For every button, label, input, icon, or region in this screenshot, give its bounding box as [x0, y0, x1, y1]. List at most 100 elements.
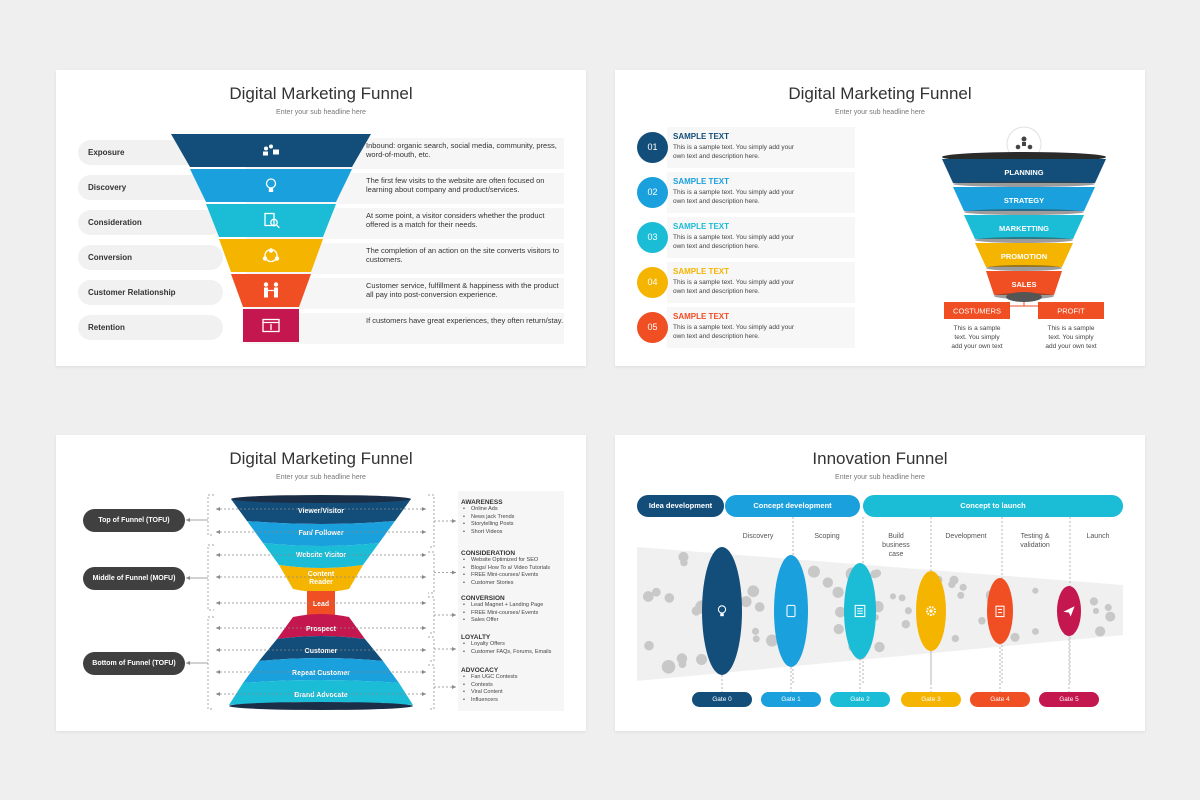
stage-label-retention: Retention [78, 315, 223, 340]
output-text: add your own text [1045, 343, 1097, 350]
slide-subtitle: Enter your sub headline here [276, 109, 366, 116]
arrow-head [216, 601, 220, 605]
hourglass-layer [279, 565, 363, 592]
browser-icon [262, 318, 280, 333]
strategy-section-heading: CONSIDERATION [461, 550, 516, 557]
left-bracket [207, 494, 214, 536]
sample-item-heading: SAMPLE TEXT [673, 132, 730, 141]
arrow-head [216, 553, 220, 557]
strategy-section-heading: CONVERSION [461, 595, 505, 602]
sample-item-number: 03 [637, 222, 668, 253]
clipboard-icon [995, 605, 1005, 618]
strategy-section-item: FREE Mini-courses/ Events [461, 610, 561, 618]
funnel-segment [171, 134, 371, 167]
sample-item-heading: SAMPLE TEXT [673, 177, 730, 186]
funnel-layer-shadow [986, 265, 1062, 271]
strategy-section-item: Website Optimized for SEO [461, 557, 561, 565]
lightbulb-icon [265, 178, 277, 192]
funnel-layer-shadow [975, 237, 1073, 243]
idea-dot [766, 634, 779, 647]
idea-dot [642, 591, 654, 602]
idea-dot [835, 606, 846, 618]
idea-dot [948, 580, 956, 589]
sample-item-bg [667, 262, 855, 303]
funnel-layer [942, 159, 1106, 183]
left-bracket [207, 544, 214, 611]
gate-label-3: Gate 3 [901, 692, 961, 707]
sample-item-bg [667, 127, 855, 168]
strategy-section-item: Customer FAQs, Forums, Emails [461, 649, 561, 657]
stage-description: Inbound: organic search, social media, c… [366, 141, 557, 159]
idea-dot [754, 602, 765, 612]
step-label: Scoping [814, 533, 840, 540]
idea-dot [661, 660, 676, 674]
hourglass-layer [247, 521, 395, 546]
output-text: text. You simply [954, 334, 1000, 341]
hourglass-layer-label: Reader [309, 579, 333, 586]
strategy-section: AWARENESSOnline AdsNews jack TrendsStory… [461, 499, 561, 536]
idea-dot [904, 607, 912, 615]
strategy-section-item: Storytelling Posts [461, 521, 561, 529]
arrow-head [452, 685, 456, 689]
idea-dot [696, 653, 708, 666]
hourglass-layer-label: Brand Advocate [294, 692, 348, 699]
idea-dot [901, 620, 911, 629]
innovation-funnel-diagram [637, 517, 1123, 693]
sample-item-number: 05 [637, 312, 668, 343]
idea-dot [822, 577, 834, 588]
arrow-head [422, 648, 426, 652]
strategy-section-item: Lead Magnet + Landing Page [461, 602, 561, 610]
step-label: Testing &validation [1020, 533, 1050, 549]
idea-dot [752, 635, 760, 643]
output-text: This is a sample [954, 325, 1001, 332]
idea-dot [951, 634, 960, 643]
right-bracket [428, 596, 435, 634]
idea-dot [959, 583, 967, 591]
lightbulb-gear-icon [717, 605, 727, 617]
funnel-layer-shadow [964, 209, 1084, 215]
slide-digital-marketing-funnel-1[interactable]: Digital Marketing Funnel Enter your sub … [56, 70, 586, 366]
arrow-head [216, 626, 220, 630]
output-label: COSTUMERS [953, 307, 1001, 316]
hourglass-layer-label: Website Visitor [296, 552, 347, 559]
idea-dot [751, 627, 760, 635]
slide-title: Digital Marketing Funnel [229, 84, 413, 103]
idea-dot [644, 640, 654, 651]
stage-description: The completion of an action on the site … [366, 246, 560, 264]
sample-item-text: This is a sample text. You simply add yo… [673, 144, 795, 160]
hourglass-layer-label: Repeat Customer [292, 670, 350, 677]
arrow-head [422, 601, 426, 605]
strategy-section-item: Online Ads [461, 506, 561, 514]
stage-description: If customers have great experiences, the… [366, 316, 564, 325]
sample-item-bg [667, 217, 855, 258]
slide-digital-marketing-funnel-3[interactable]: Digital Marketing Funnel Enter your sub … [56, 435, 586, 731]
idea-dot [957, 591, 965, 599]
gate-label-4: Gate 4 [970, 692, 1030, 707]
sample-item-text: This is a sample text. You simply add yo… [673, 279, 795, 295]
idea-dot [1032, 628, 1039, 635]
slide-subtitle: Enter your sub headline here [835, 109, 925, 116]
strategy-section: CONSIDERATIONWebsite Optimized for SEOBl… [461, 550, 561, 587]
network-icon [262, 248, 280, 263]
funnel-stage-pill: Top of Funnel (TOFU) [83, 509, 185, 532]
idea-dot [874, 641, 885, 653]
arrow-head [216, 648, 220, 652]
sample-item-number: 01 [637, 132, 668, 163]
phase-bar: Concept development [725, 495, 860, 517]
funnel-stage-pill: Middle of Funnel (MOFU) [83, 567, 185, 590]
funnel-layer-label: MARKETTING [999, 224, 1049, 233]
slide-digital-marketing-funnel-2[interactable]: Digital Marketing Funnel Enter your sub … [615, 70, 1145, 366]
right-bracket [428, 494, 435, 548]
strategy-section-item: Short Videos [461, 529, 561, 537]
strategy-section-item: FREE Mini-courses/ Events [461, 572, 561, 580]
strategy-section: LOYALTYLoyalty OffersCustomer FAQs, Foru… [461, 634, 561, 656]
arrow-head [422, 507, 426, 511]
hourglass-layer-label: Content [308, 571, 335, 578]
idea-dot [664, 593, 675, 603]
phase-bar: Idea development [637, 495, 724, 517]
paper-plane-icon [1063, 606, 1075, 617]
slide-innovation-funnel[interactable]: Innovation Funnel Enter your sub headlin… [615, 435, 1145, 731]
